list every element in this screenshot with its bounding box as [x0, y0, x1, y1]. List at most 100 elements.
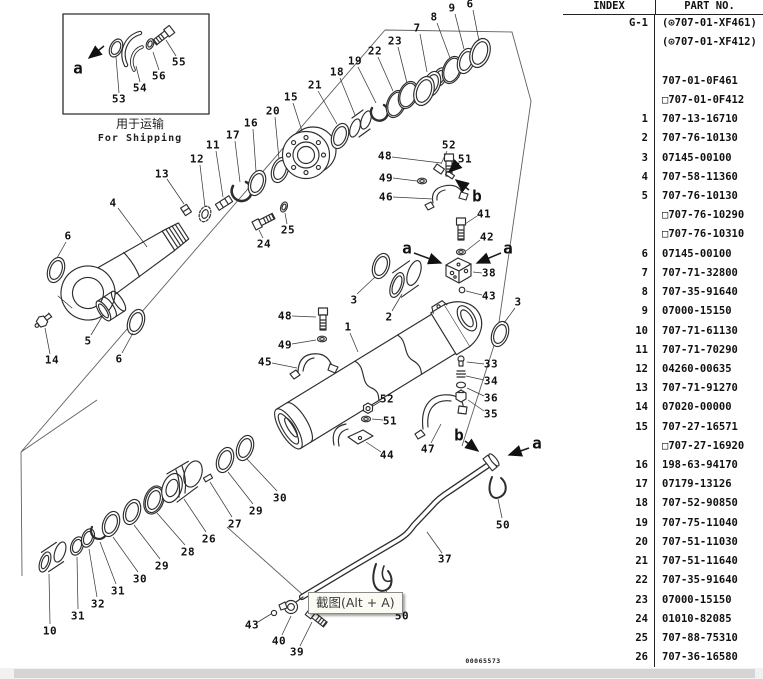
cell-part-no: 707-13-16710 [662, 113, 738, 126]
horizontal-scrollbar[interactable] [0, 668, 763, 679]
cell-part-no: 07145-00100 [662, 247, 732, 260]
callout-leader-line [454, 13, 465, 50]
callout-leader-line [466, 361, 485, 365]
cell-index: 13 [563, 379, 655, 399]
cell-part-no: 707-51-11030 [662, 535, 738, 548]
valve-block [445, 257, 472, 284]
scrollbar-thumb[interactable] [14, 669, 755, 678]
callout-leader-line [121, 332, 134, 354]
callout-leader-line [467, 399, 485, 412]
cell-index: 4 [563, 167, 655, 187]
cell-index: 22 [563, 571, 655, 591]
callout-label: 29 [249, 505, 263, 518]
callout-leader-line [234, 140, 241, 183]
screenshot-tooltip: 截图(Alt + A) [308, 592, 403, 614]
callout-label: 30 [133, 573, 147, 586]
callout-label: 43 [482, 290, 496, 303]
cell-part-no: 707-88-75310 [662, 632, 738, 644]
cell-part-no: 707-51-11640 [662, 555, 738, 568]
callout-arrow [87, 45, 105, 59]
callout-label: 18 [330, 66, 344, 79]
callout-label: a [73, 59, 83, 78]
cylinder-head-gland [281, 126, 337, 180]
callout-label: 53 [112, 93, 126, 106]
table-row: 707-01-0F461 [563, 71, 763, 91]
callout-label: 28 [181, 546, 195, 559]
callout-label: 51 [383, 415, 397, 428]
callout-leader-line [115, 56, 120, 94]
callout-label: 41 [477, 208, 491, 221]
callout-label: 20 [266, 105, 280, 118]
callout-leader-line [392, 177, 418, 182]
table-row: (⊙707-01-XF412) [563, 33, 763, 53]
callout-leader-line [90, 314, 104, 336]
callout-label: 40 [272, 635, 286, 648]
cell-index: 8 [563, 283, 655, 303]
callout-label: 14 [45, 354, 59, 367]
callout-leader-line [465, 290, 483, 296]
callout-label: b [472, 187, 482, 206]
cell-part-no: □707-27-16920 [662, 439, 745, 452]
callout-leader-line [503, 307, 516, 324]
table-row: □707-27-16920 [563, 436, 763, 457]
callout-label: 48 [278, 310, 292, 323]
callout-leader-line [391, 156, 442, 164]
parts-table: INDEX PART NO. G-1(⊙707-01-XF461)(⊙707-0… [563, 0, 763, 668]
cell-index: 20 [563, 532, 655, 553]
callout-label: a [532, 434, 542, 453]
callout-leader-line [371, 418, 384, 421]
elbow-fitting [270, 596, 304, 617]
callout-leader-line [183, 498, 207, 533]
cell-index [563, 90, 655, 111]
col-header-partno: PART NO. [684, 0, 735, 12]
shipping-parts [105, 24, 176, 72]
callout-label: 21 [308, 79, 322, 92]
table-row: □707-01-0F412 [563, 90, 763, 111]
cell-part-no: 198-63-94170 [662, 459, 738, 472]
cell-index: 3 [563, 148, 655, 168]
cell-part-no: 07000-15150 [662, 305, 732, 318]
cell-part-no: 707-01-0F461 [662, 74, 738, 87]
parts-table-header: INDEX PART NO. [563, 0, 763, 15]
callout-label: 19 [348, 55, 362, 68]
callout-leader-line [430, 423, 442, 444]
cell-index: 14 [563, 398, 655, 418]
callout-label: 17 [226, 129, 240, 142]
callout-leader-line [356, 276, 376, 295]
callout-label: 52 [442, 139, 456, 152]
cell-index [563, 71, 655, 91]
table-row: 20 707-51-11030 [563, 532, 763, 553]
cell-index [563, 436, 655, 457]
callout-label: 2 [385, 311, 392, 324]
cell-index: 10 [563, 321, 655, 341]
callout-leader-line [166, 178, 185, 205]
callout-arrow [464, 438, 480, 452]
callout-leader-line [419, 33, 428, 73]
col-header-index: INDEX [563, 0, 656, 14]
callout-leader-line [472, 271, 483, 274]
callout-leader-line [465, 375, 485, 381]
callout-leader-line [246, 458, 278, 492]
callout-leader-line [357, 66, 377, 104]
clamp-45 [289, 353, 339, 380]
cell-index: 19 [563, 513, 655, 533]
callout-leader-line [372, 400, 382, 407]
cell-part-no: □707-01-0F412 [662, 93, 745, 106]
cell-part-no: 707-76-10130 [662, 189, 738, 202]
cell-index: 9 [563, 302, 655, 322]
callout-label: a [503, 239, 513, 258]
callout-label: 42 [480, 231, 494, 244]
